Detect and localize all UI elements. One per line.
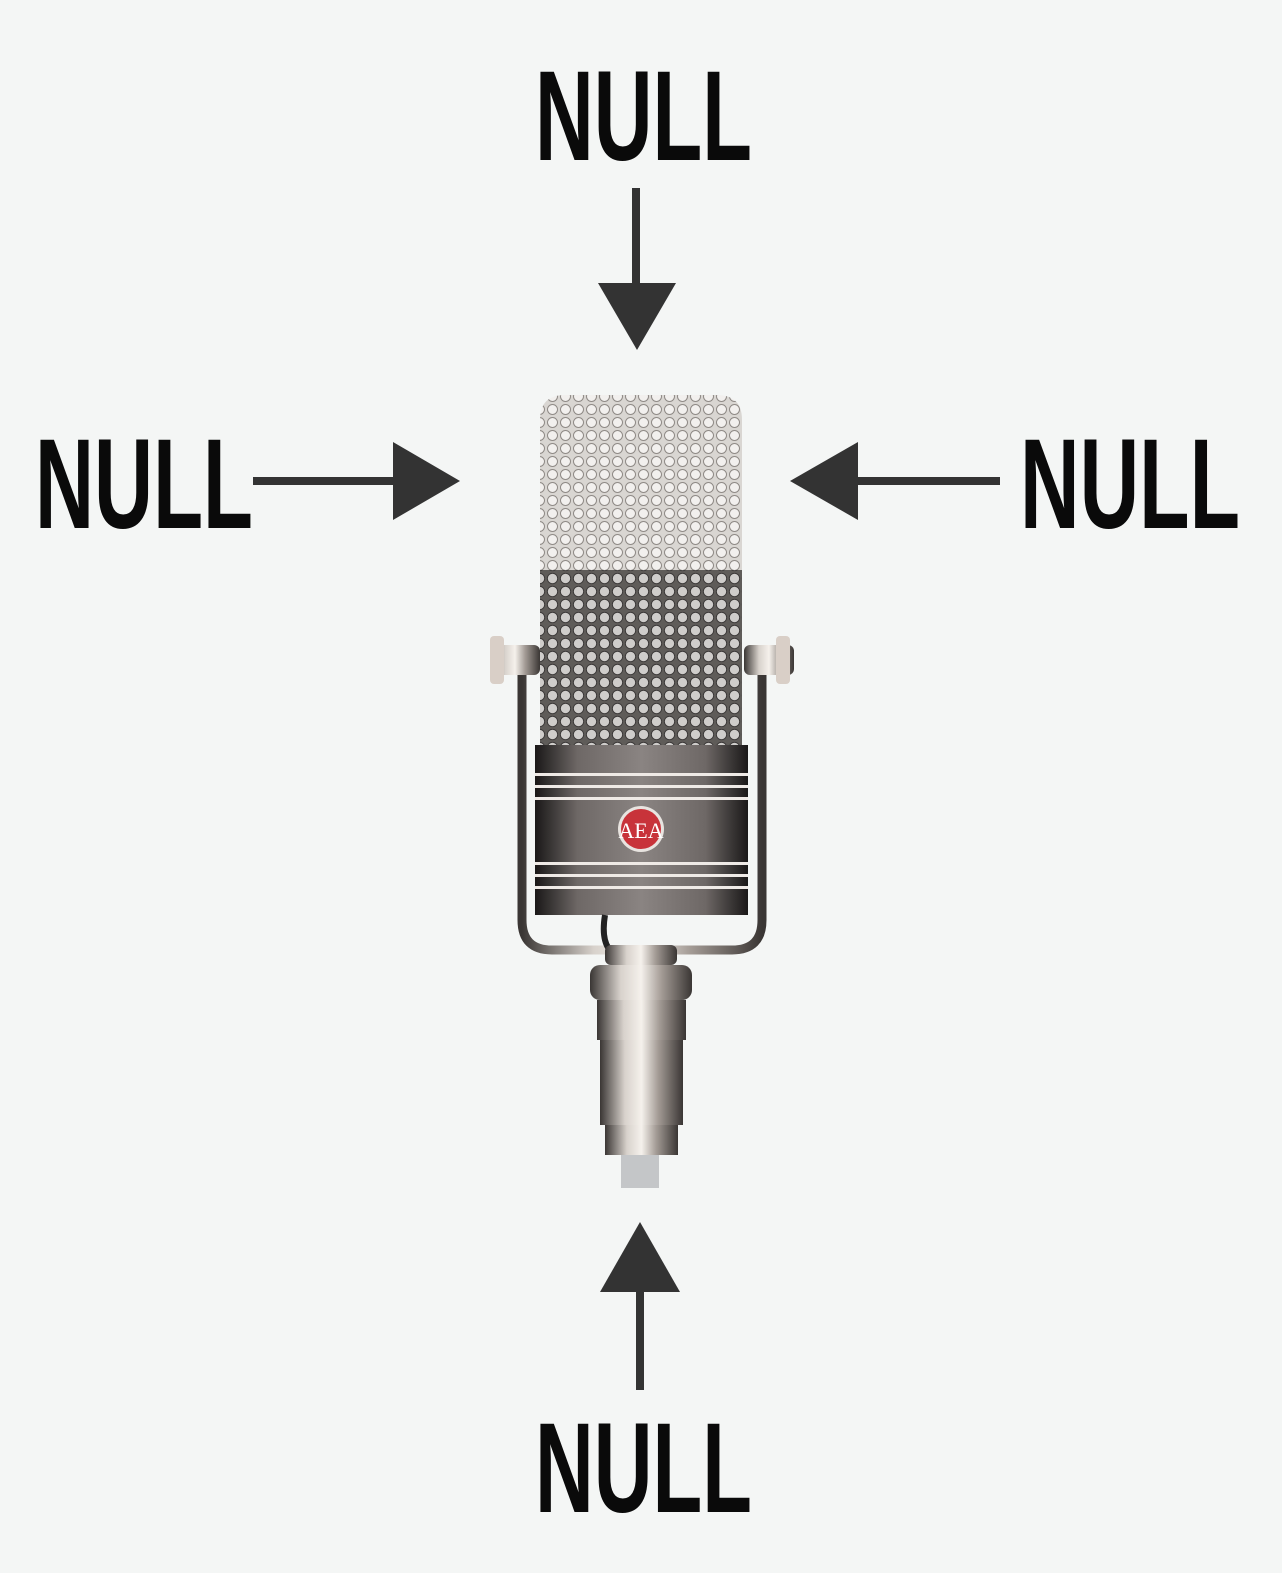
- arrow-right-icon: [253, 442, 460, 520]
- logo-text: AEA: [618, 818, 663, 843]
- arrow-left-icon: [790, 442, 1000, 520]
- null-label-top: NULL: [535, 45, 752, 188]
- arrow-down-icon: [598, 188, 676, 350]
- ribbon-microphone: AEA: [490, 395, 794, 1188]
- aea-logo: AEA: [618, 806, 664, 852]
- arrow-up-icon: [600, 1222, 680, 1390]
- null-label-bottom: NULL: [535, 1397, 752, 1540]
- null-label-right: NULL: [1020, 413, 1240, 556]
- null-label-left: NULL: [35, 413, 253, 556]
